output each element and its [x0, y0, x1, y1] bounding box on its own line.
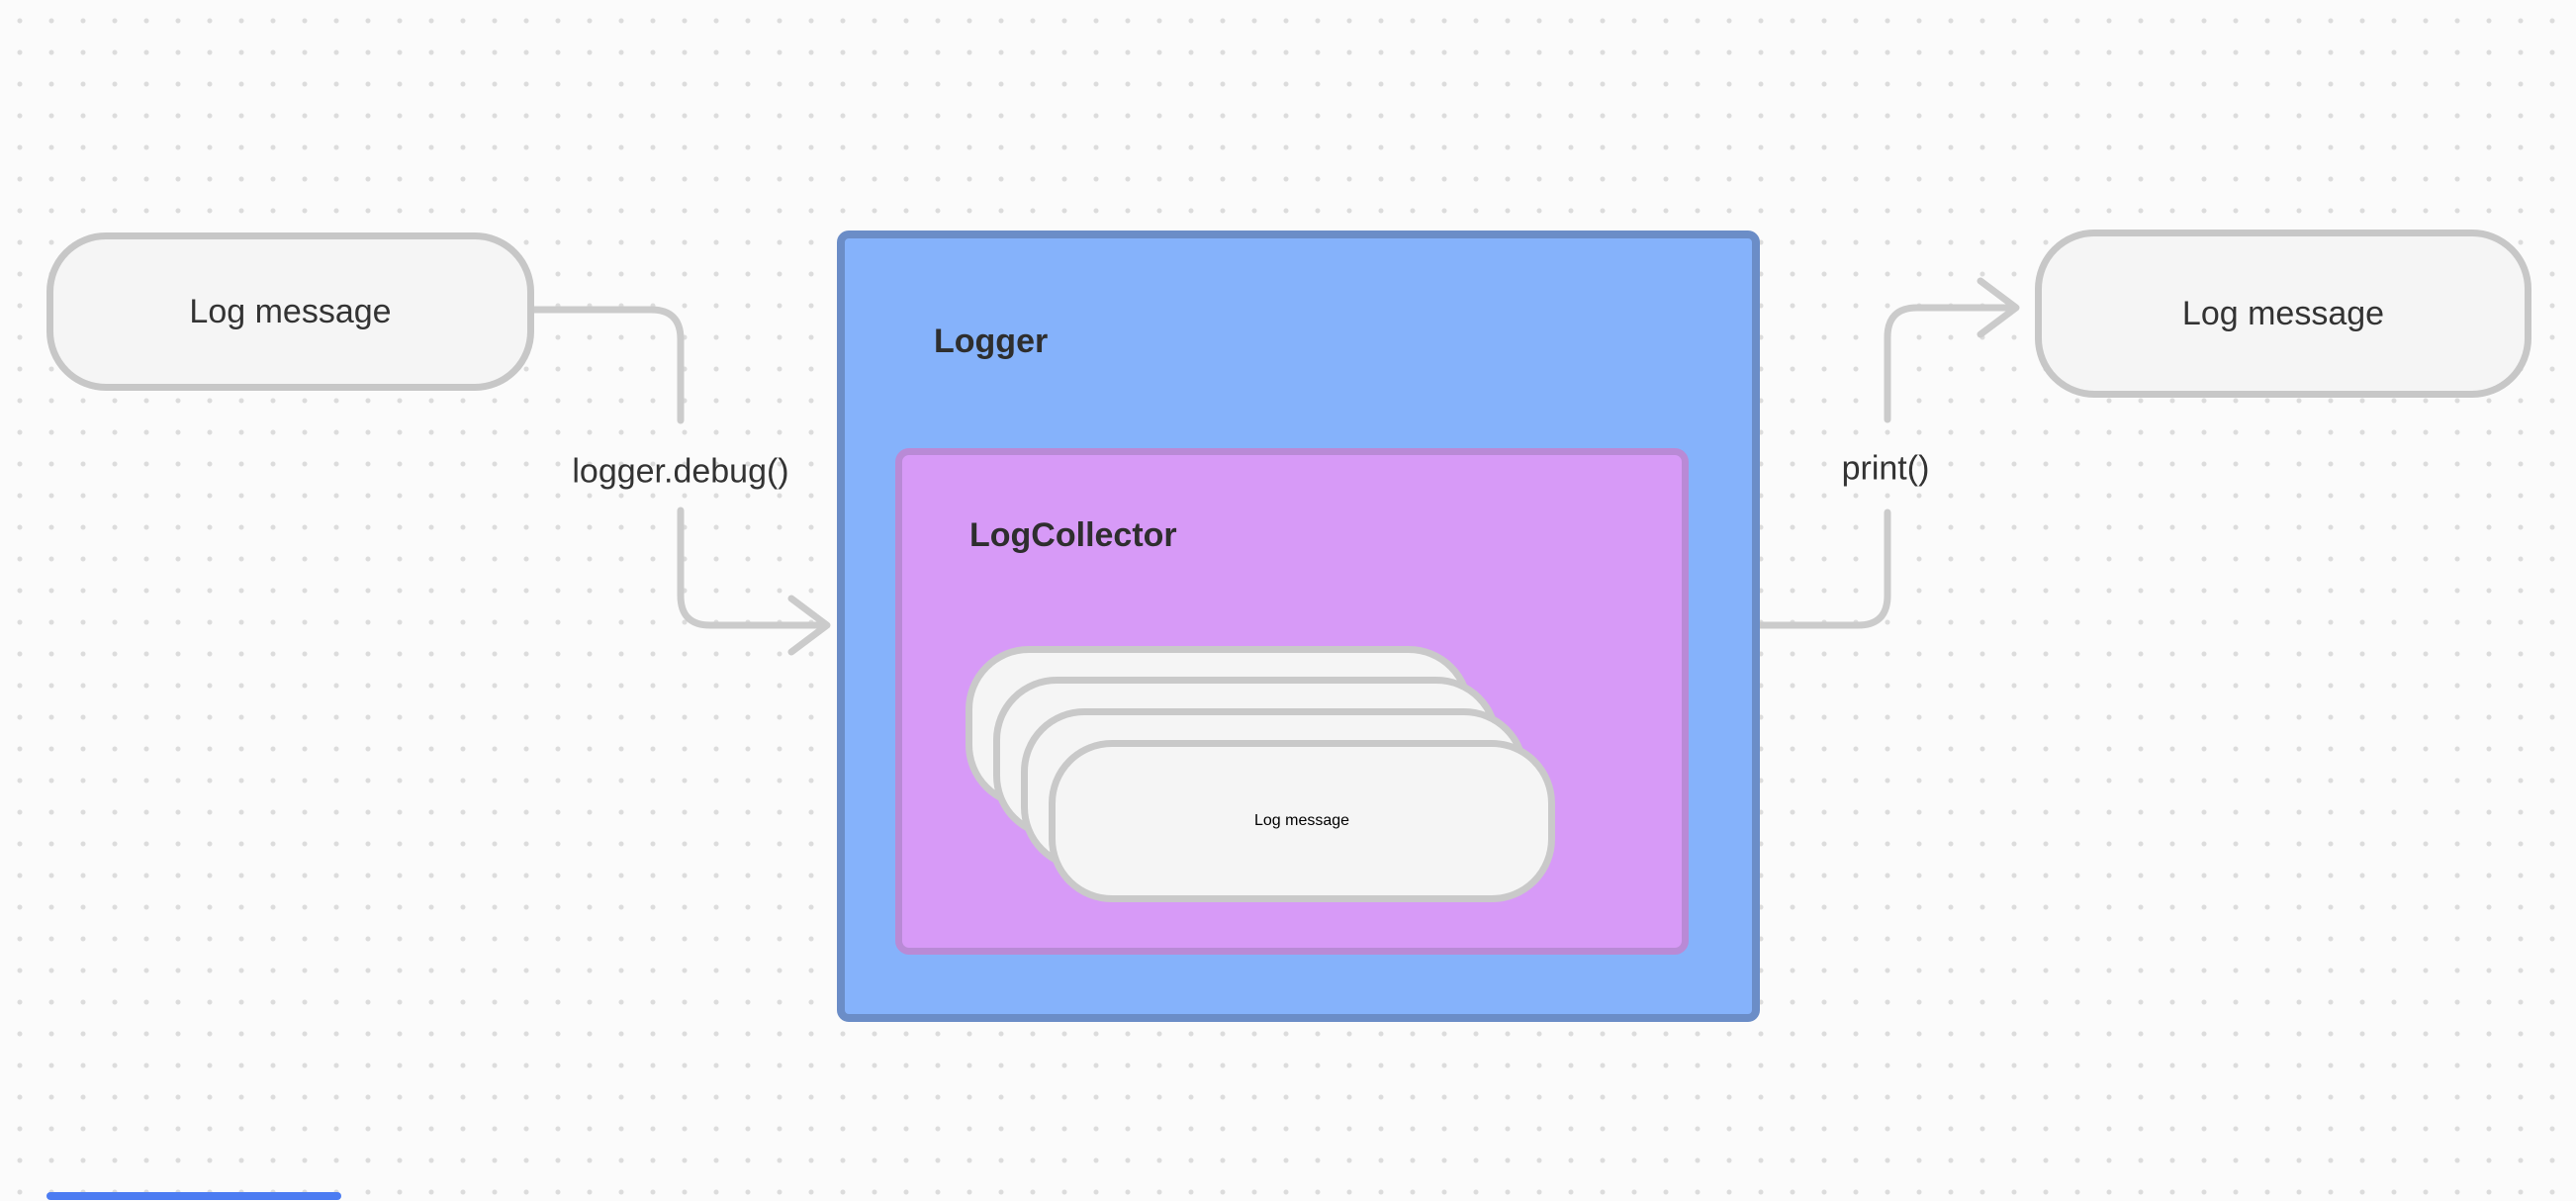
horizontal-scrollbar-thumb[interactable]	[46, 1192, 341, 1200]
node-input-log-message[interactable]: Log message	[46, 232, 534, 391]
arrowhead-right-icon	[787, 595, 831, 656]
node-output-log-message[interactable]: Log message	[2035, 230, 2531, 398]
logger-title: Logger	[934, 323, 1049, 360]
edge-label-print[interactable]: print()	[1841, 449, 1930, 488]
node-stacked-log-message-front[interactable]: Log message	[1049, 740, 1555, 902]
node-label: Log message	[1253, 812, 1350, 829]
node-label: Log message	[2181, 294, 2385, 332]
arrowhead-right-icon	[1977, 277, 2020, 338]
edge-label-logger-debug[interactable]: logger.debug()	[572, 452, 789, 491]
logcollector-title: LogCollector	[969, 516, 1177, 554]
node-label: Log message	[189, 292, 392, 330]
